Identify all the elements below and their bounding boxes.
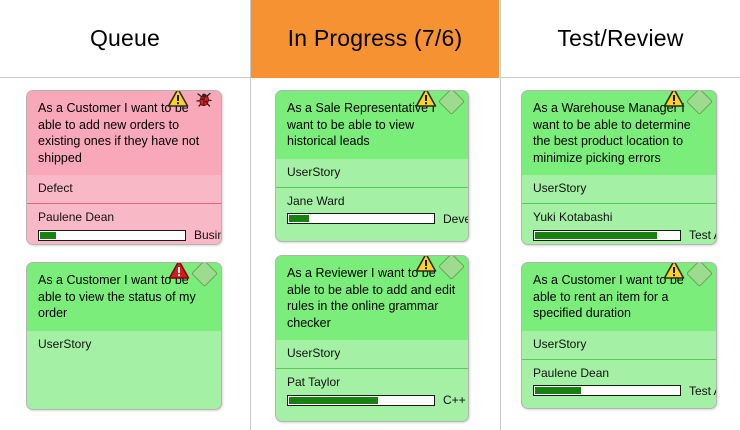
column-divider <box>250 0 251 430</box>
card-title-area: As a Sale Representative I want to be ab… <box>276 91 468 159</box>
card-icons <box>663 90 713 115</box>
card[interactable]: As a Warehouse Manager I want to be able… <box>521 90 717 245</box>
card[interactable]: As a Customer I want to be able to rent … <box>521 262 717 409</box>
card-title-area: As a Customer I want to be able to rent … <box>522 263 716 331</box>
card-icons <box>167 90 214 109</box>
card-separator <box>522 203 716 204</box>
card-type: UserStory <box>287 346 341 360</box>
column-divider <box>500 0 501 430</box>
card[interactable]: As a Reviewer I want to be able to be ab… <box>275 255 469 422</box>
card-tag: C++ Pr... <box>443 393 468 407</box>
card[interactable]: As a Customer I want to be able to add n… <box>26 90 222 245</box>
card-icons <box>663 262 713 287</box>
card-icons <box>168 262 218 287</box>
card-title-text: As a Sale Representative I want to be ab… <box>287 101 435 148</box>
card-type: UserStory <box>533 181 587 195</box>
progress-bar-fill <box>289 396 378 404</box>
card-separator <box>27 203 221 204</box>
progress-bar <box>533 229 681 241</box>
card-footer: Jane Ward Devel... <box>276 188 468 233</box>
diamond-icon[interactable] <box>191 263 218 287</box>
card-title-area: As a Customer I want to be able to add n… <box>27 91 221 175</box>
progress-bar <box>287 213 435 224</box>
card-owner: Paulene Dean <box>533 365 610 380</box>
card-owner: Jane Ward <box>287 193 345 208</box>
card-tag: Test A... <box>689 228 716 242</box>
card-footer: Paulene Dean Busin... <box>27 204 221 244</box>
card-icons <box>415 90 465 115</box>
column-title: Queue <box>89 25 161 51</box>
warning-triangle-yellow-icon[interactable] <box>663 90 685 108</box>
card[interactable]: As a Sale Representative I want to be ab… <box>275 90 469 242</box>
column-queue: Queue <box>0 0 250 430</box>
progress-bar-fill <box>289 215 309 222</box>
diamond-icon[interactable] <box>686 263 713 287</box>
diamond-icon[interactable] <box>438 91 465 115</box>
card-type: UserStory <box>38 336 92 351</box>
column-header-queue[interactable]: Queue <box>0 0 250 78</box>
card-tag: Devel... <box>443 211 469 226</box>
card-separator <box>522 358 716 360</box>
diamond-icon[interactable] <box>686 91 713 115</box>
warning-triangle-red-icon[interactable] <box>168 262 190 280</box>
column-in-progress: In Progress (7/6) <box>251 0 499 430</box>
card-footer: Paulene Dean Test A... <box>522 360 716 405</box>
column-title: In Progress (7/6) <box>287 25 463 51</box>
warning-triangle-yellow-icon[interactable] <box>415 255 437 273</box>
card-footer: Yuki Kotabashi Test A... <box>522 204 716 244</box>
card-owner: Yuki Kotabashi <box>533 210 613 224</box>
card-footer: Pat Taylor C++ Pr... <box>276 369 468 414</box>
progress-bar-fill <box>535 231 658 239</box>
card-title-text: As a Customer I want to be able to rent … <box>533 273 684 320</box>
card-tag: Busin... <box>194 228 221 242</box>
card-separator <box>276 368 468 369</box>
card-title-area: As a Warehouse Manager I want to be able… <box>522 91 716 175</box>
bug-icon[interactable] <box>194 90 214 109</box>
card-title-area: As a Customer I want to be able to view … <box>27 263 221 331</box>
column-header-in-progress[interactable]: In Progress (7/6) <box>251 0 499 78</box>
column-header-test-review[interactable]: Test/Review <box>501 0 740 78</box>
card-owner: Paulene Dean <box>38 210 115 224</box>
warning-triangle-yellow-icon[interactable] <box>167 90 189 108</box>
card-separator <box>276 186 468 188</box>
warning-triangle-yellow-icon[interactable] <box>415 90 437 108</box>
card-title-text: As a Warehouse Manager I want to be able… <box>533 101 691 165</box>
progress-bar-fill <box>535 387 582 394</box>
card-type: Defect <box>38 181 73 195</box>
card-title-area: As a Reviewer I want to be able to be ab… <box>276 256 468 340</box>
card[interactable]: As a Customer I want to be able to view … <box>26 262 222 410</box>
card-tag: Test A... <box>689 383 716 398</box>
card-title-text: As a Customer I want to be able to view … <box>38 273 196 320</box>
progress-bar <box>533 385 681 396</box>
card-title-text: As a Reviewer I want to be able to be ab… <box>287 266 456 330</box>
progress-bar <box>287 394 435 406</box>
progress-bar <box>38 229 186 241</box>
card-icons <box>415 255 465 280</box>
card-owner: Pat Taylor <box>287 375 341 389</box>
progress-bar-fill <box>40 231 56 239</box>
column-test-review: Test/Review <box>501 0 740 430</box>
card-title-text: As a Customer I want to be able to add n… <box>38 101 200 165</box>
diamond-icon[interactable] <box>438 256 465 280</box>
card-type: UserStory <box>533 336 587 351</box>
card-type: UserStory <box>287 164 341 179</box>
warning-triangle-yellow-icon[interactable] <box>663 262 685 280</box>
column-title: Test/Review <box>557 25 684 51</box>
